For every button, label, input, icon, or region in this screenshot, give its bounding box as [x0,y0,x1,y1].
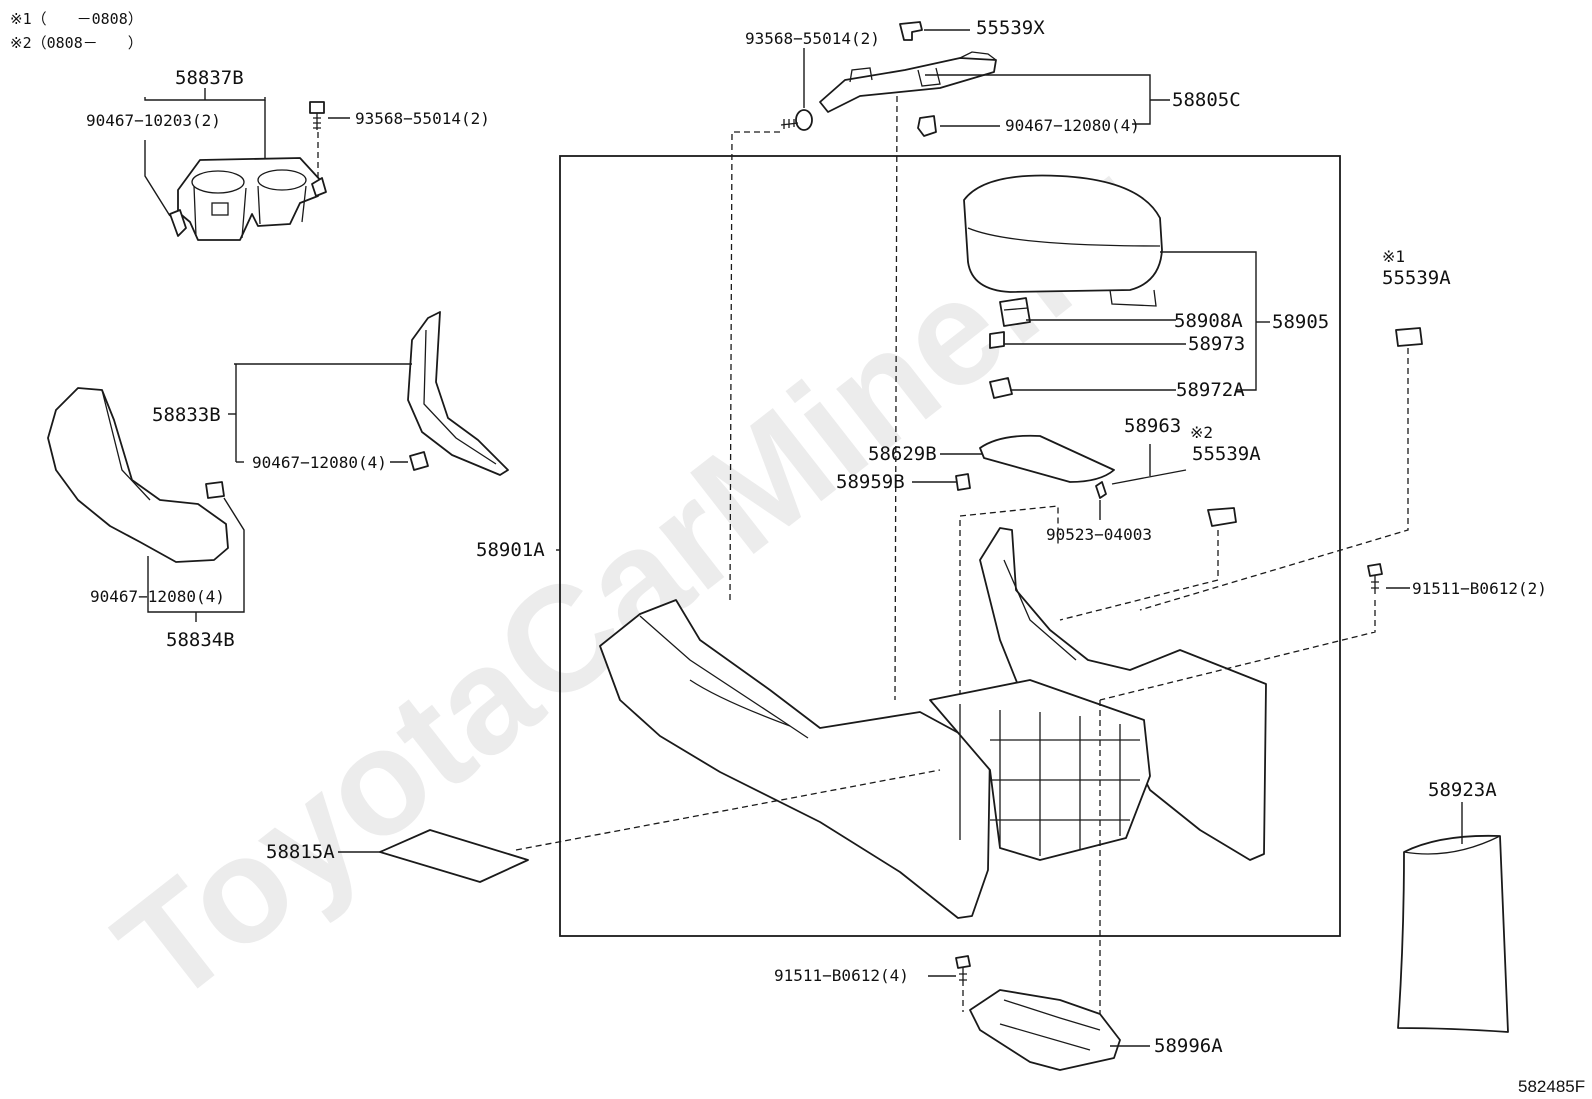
label-58959B: 58959B [836,471,905,493]
bolt-bottom-part [955,955,971,986]
label-58805C: 58805C [1172,89,1241,111]
lock-part [989,331,1005,349]
label-58905: 58905 [1272,311,1329,333]
note-2: ※2（0808－ ） [10,34,143,52]
diagram-code: 582485F [1518,1077,1585,1096]
label-91511-B0612-4: 91511−B0612(4) [774,966,909,985]
label-58833B: 58833B [152,404,221,426]
label-58923A: 58923A [1428,779,1497,801]
clip-top-panel-part [917,115,937,137]
label-90523-04003: 90523−04003 [1046,525,1152,544]
label-91511-B0612-2: 91511−B0612(2) [1412,579,1547,598]
label-58908A: 58908A [1174,310,1243,332]
label-90467-12080-low: 90467−12080(4) [90,587,225,606]
bolt-right-part [1367,563,1383,594]
clip-55539A-n1-part [1395,327,1423,347]
label-55539X: 55539X [976,17,1045,39]
label-90467-12080-mid: 90467−12080(4) [252,453,387,472]
console-assembly-frame [559,155,1341,937]
clip-55539A-n2-part [1207,507,1237,527]
label-55539A-n2-mark: ※2 [1190,423,1213,442]
note-1: ※1（ －0808） [10,10,143,28]
tray-pad-part [379,829,529,883]
label-55539A-n1-mark: ※1 [1382,247,1405,266]
armrest-lid-part [963,174,1163,307]
label-58972A: 58972A [1176,379,1245,401]
side-trim-upper-part [407,311,509,476]
label-58963: 58963 [1124,415,1181,437]
label-58996A: 58996A [1154,1035,1223,1057]
label-55539A-n1: 55539A [1382,267,1451,289]
cushion-part [955,473,971,491]
label-55539A-n2: 55539A [1192,443,1261,465]
label-90467-12080-top: 90467−12080(4) [1005,116,1140,135]
side-cover-part [1397,834,1509,1033]
label-90467-10203: 90467−10203(2) [86,111,221,130]
screw-top-part [780,109,813,131]
label-58815A: 58815A [266,841,335,863]
clip-low-part [205,481,225,499]
bottom-bracket-part [969,989,1121,1071]
label-58973: 58973 [1188,333,1245,355]
side-trim-lower-part [47,387,229,563]
label-58629B: 58629B [868,443,937,465]
hinge-part [999,297,1031,327]
clip-90523-part [1095,481,1107,499]
clip-mid-part [409,451,429,471]
lock-lower-part [989,377,1013,399]
label-58837B: 58837B [175,67,244,89]
cup-holder-part [169,157,327,241]
seal-strip-part [1111,469,1187,485]
label-58834B: 58834B [166,629,235,651]
clip-55539X-part [899,21,923,41]
tray-mat-part [979,434,1115,483]
label-93568-55014-top: 93568−55014(2) [745,29,880,48]
top-panel-part [819,51,997,113]
clip-part [309,101,325,130]
label-93568-55014-left: 93568−55014(2) [355,109,490,128]
label-58901A: 58901A [476,539,545,561]
